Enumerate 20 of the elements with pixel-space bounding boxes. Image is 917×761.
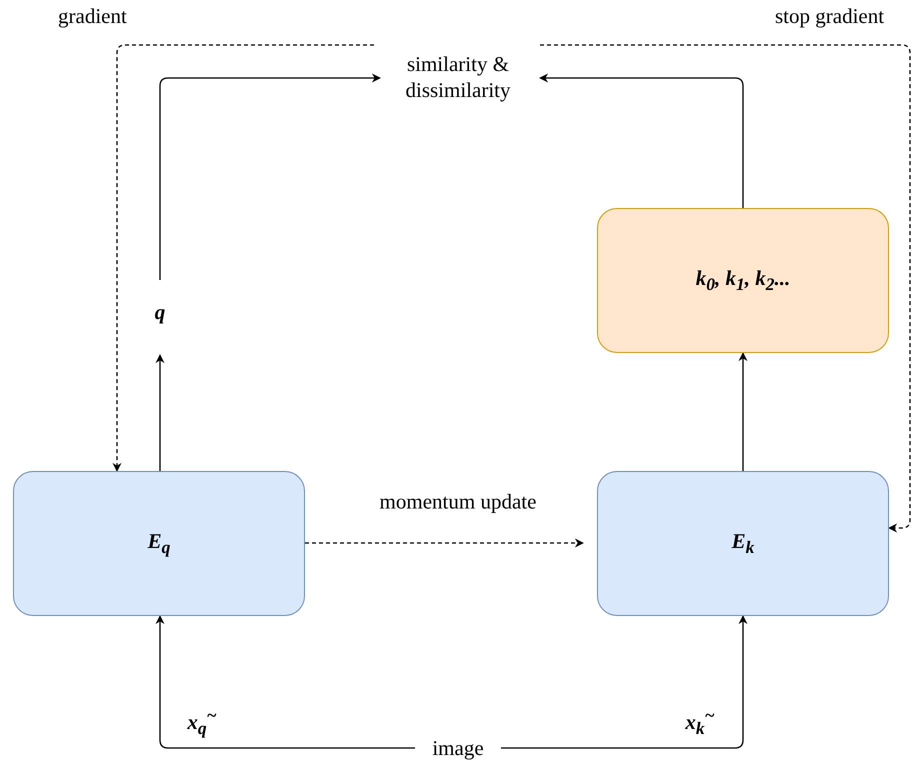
encoder-box	[597, 471, 889, 616]
input-label: image	[415, 734, 501, 761]
arrow	[501, 615, 748, 749]
dashed-arrow	[540, 44, 911, 532]
dashed-arrow	[112, 44, 374, 472]
math-label: k$_{0}$, k$_{1}$, k$_{2}$...	[696, 264, 790, 296]
encoder-box	[13, 471, 305, 616]
math-label: E$_{q}$	[148, 528, 170, 560]
arrow	[156, 354, 164, 471]
node-label: similarity & dissimilarity	[368, 44, 548, 110]
arrow	[156, 615, 415, 749]
math-label: E$_{k}$	[732, 528, 754, 560]
dashed-arrow	[305, 538, 584, 548]
queue-box	[597, 208, 889, 353]
note-label: gradient	[58, 4, 127, 29]
arrow	[159, 74, 381, 280]
arrow	[738, 352, 748, 471]
arrow	[539, 74, 744, 208]
vector-label: q	[140, 296, 180, 328]
note-label: stop gradient	[775, 4, 884, 29]
